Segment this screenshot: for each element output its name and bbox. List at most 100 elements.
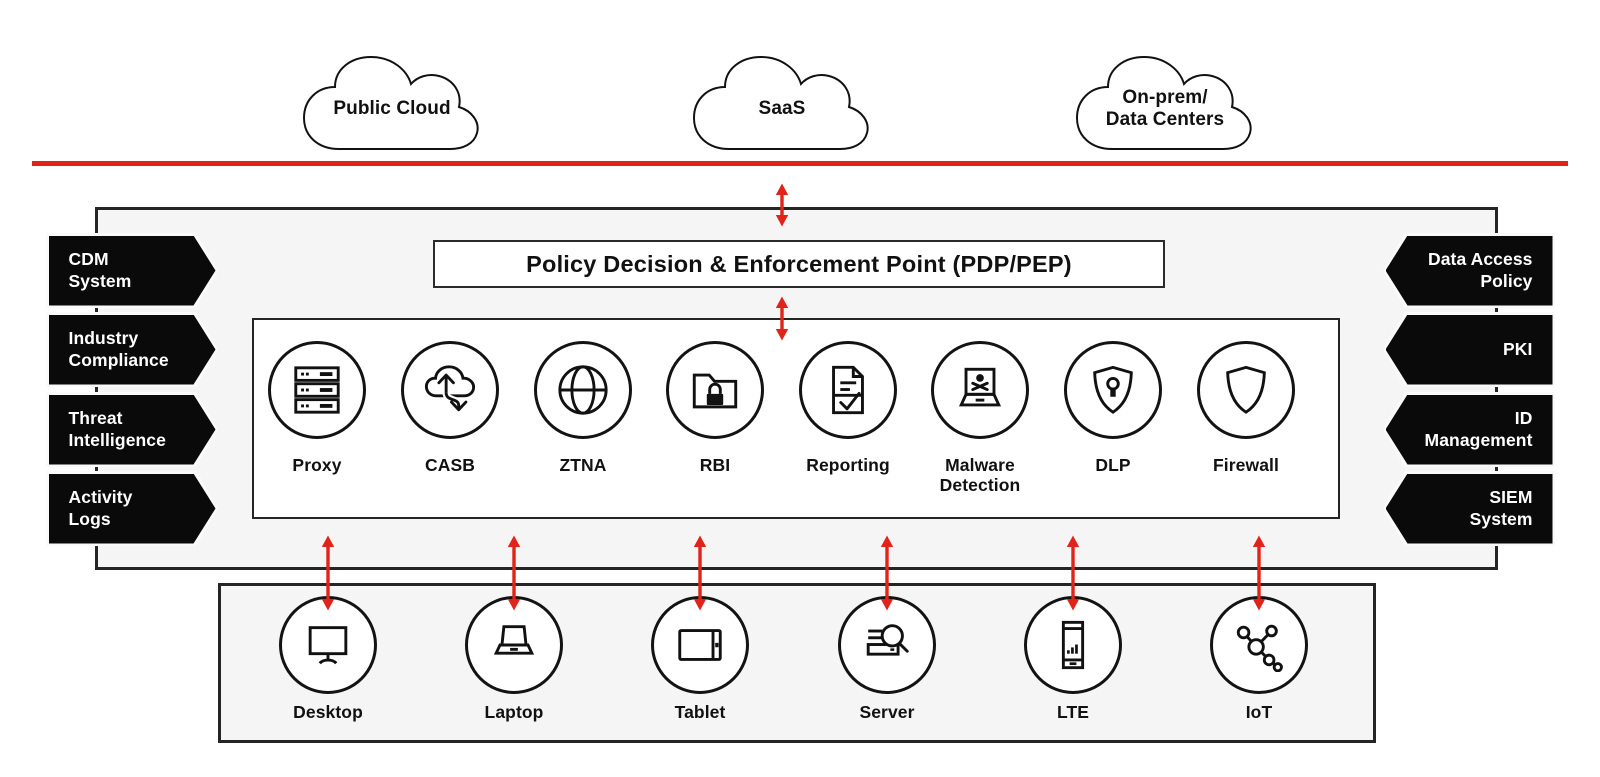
dlp-icon bbox=[1093, 365, 1133, 414]
label-line: Laptop bbox=[484, 702, 544, 722]
service-label: DLP bbox=[1037, 455, 1189, 475]
cloud-label: On-prem/Data Centers bbox=[1067, 50, 1263, 156]
label-line: RBI bbox=[699, 455, 731, 475]
label-line: Detection bbox=[939, 475, 1021, 495]
service-label: Reporting bbox=[772, 455, 924, 475]
label-line: Threat bbox=[68, 408, 123, 428]
tag-pki: PKI bbox=[1383, 312, 1555, 387]
arrow-services-desktop bbox=[321, 535, 335, 611]
trust-boundary-line bbox=[32, 161, 1568, 166]
arrow-pdp-services bbox=[775, 296, 789, 341]
service-label: CASB bbox=[374, 455, 526, 475]
label-line: Data Centers bbox=[1105, 109, 1225, 130]
label-line: Policy bbox=[1480, 270, 1533, 291]
label-line: Proxy bbox=[292, 455, 342, 475]
label-line: On-prem/ bbox=[1122, 87, 1208, 108]
label-line: Logs bbox=[68, 508, 111, 529]
device-label: Tablet bbox=[624, 702, 776, 722]
label-line: IoT bbox=[1245, 702, 1273, 722]
service-circle bbox=[1064, 341, 1162, 439]
label-line: SaaS bbox=[758, 98, 806, 119]
tag-label: PKI bbox=[1385, 314, 1553, 385]
label-line: System bbox=[1469, 508, 1533, 529]
cloud-label: SaaS bbox=[684, 50, 880, 156]
cloud-outline-icon bbox=[302, 55, 479, 150]
label-line: Firewall bbox=[1213, 455, 1279, 475]
label-line: DLP bbox=[1095, 455, 1131, 475]
reporting-icon bbox=[832, 365, 864, 415]
cloud-outline-icon bbox=[1075, 55, 1252, 150]
cloud-label: Public Cloud bbox=[294, 50, 490, 156]
label-line: Intelligence bbox=[68, 429, 166, 450]
label-line: Desktop bbox=[293, 702, 363, 722]
service-circle bbox=[931, 341, 1029, 439]
label-line: Reporting bbox=[806, 455, 890, 475]
arrow-services-lte bbox=[1066, 535, 1080, 611]
label-line: PKI bbox=[1503, 338, 1533, 359]
malware-detection-icon bbox=[958, 367, 1002, 407]
firewall-icon bbox=[1226, 365, 1266, 414]
arrow-services-iot bbox=[1252, 535, 1266, 611]
label-line: CDM bbox=[68, 249, 109, 269]
pdp-pep-title-box: Policy Decision & Enforcement Point (PDP… bbox=[433, 240, 1165, 288]
service-circle bbox=[799, 341, 897, 439]
service-circle bbox=[268, 341, 366, 439]
ztna-icon bbox=[558, 365, 608, 415]
cloud-on-prem-data-centers: On-prem/Data Centers bbox=[1067, 50, 1263, 156]
device-label: Desktop bbox=[252, 702, 404, 722]
service-circle bbox=[1197, 341, 1295, 439]
service-circle bbox=[401, 341, 499, 439]
proxy-icon bbox=[294, 366, 340, 414]
lte-icon bbox=[1061, 620, 1085, 670]
service-label: Proxy bbox=[241, 455, 393, 475]
device-label: IoT bbox=[1183, 702, 1335, 722]
label-line: LTE bbox=[1056, 702, 1090, 722]
label-line: Server bbox=[859, 702, 915, 722]
arrow-services-laptop bbox=[507, 535, 521, 611]
arrow-cloud-pdp bbox=[775, 183, 789, 227]
service-label: Firewall bbox=[1170, 455, 1322, 475]
pdp-pep-title: Policy Decision & Enforcement Point (PDP… bbox=[526, 250, 1072, 277]
device-circle bbox=[465, 596, 563, 694]
cloud-outline-icon bbox=[692, 55, 869, 150]
laptop-icon bbox=[493, 625, 535, 655]
cloud-public-cloud: Public Cloud bbox=[294, 50, 490, 156]
arrow-services-server bbox=[880, 535, 894, 611]
label-line: Tablet bbox=[674, 702, 726, 722]
label-line: Malware bbox=[945, 455, 1015, 475]
device-label: Server bbox=[811, 702, 963, 722]
label-line: Industry bbox=[68, 328, 139, 348]
arrow-services-tablet bbox=[693, 535, 707, 611]
label-line: ID bbox=[1514, 408, 1533, 428]
casb-icon bbox=[424, 365, 476, 412]
device-label: Laptop bbox=[438, 702, 590, 722]
tablet-icon bbox=[678, 629, 722, 661]
device-label: LTE bbox=[997, 702, 1149, 722]
cloud-saas: SaaS bbox=[684, 50, 880, 156]
label-line: CASB bbox=[425, 455, 475, 475]
label-line: System bbox=[68, 270, 132, 291]
desktop-icon bbox=[308, 626, 348, 665]
devices-box bbox=[218, 583, 1376, 743]
label-line: Management bbox=[1424, 429, 1533, 450]
rbi-icon bbox=[692, 373, 738, 409]
iot-icon bbox=[1236, 624, 1283, 672]
label-line: SIEM bbox=[1489, 487, 1533, 507]
service-label: ZTNA bbox=[507, 455, 659, 475]
label-line: Compliance bbox=[68, 349, 169, 370]
label-line: Data Access bbox=[1427, 249, 1533, 269]
